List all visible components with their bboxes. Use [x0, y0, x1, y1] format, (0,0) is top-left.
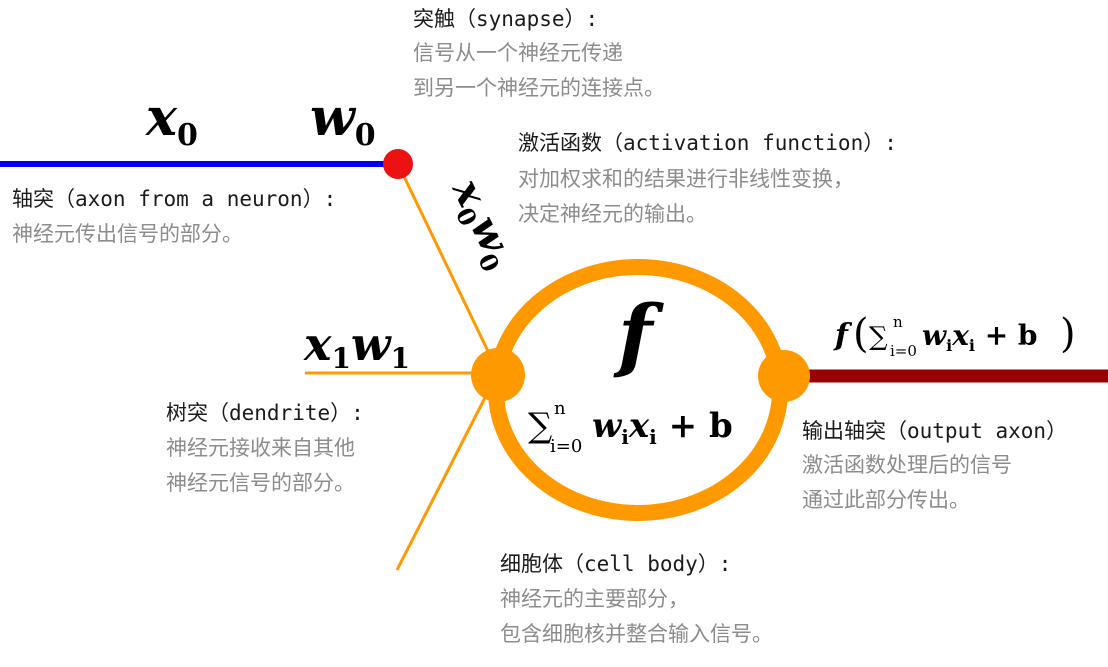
label-f: f	[613, 287, 664, 381]
synapse-dot	[383, 149, 413, 179]
svg-text:对加权求和的结果进行非线性变换，: 对加权求和的结果进行非线性变换，	[518, 167, 854, 191]
svg-text:输出轴突（output axon）: 输出轴突（output axon）	[802, 419, 1067, 443]
annotation-dendrite: 树突（dendrite）: 神经元接收来自其他 神经元信号的部分。	[166, 401, 364, 495]
svg-text:): )	[1060, 311, 1076, 357]
soma-input-node	[471, 348, 525, 402]
svg-text:神经元的主要部分，: 神经元的主要部分，	[500, 587, 689, 611]
svg-text:决定神经元的输出。: 决定神经元的输出。	[518, 202, 707, 226]
svg-text:wixi + b: wixi + b	[592, 406, 733, 449]
annotation-activation: 激活函数（activation function）: 对加权求和的结果进行非线性…	[518, 131, 897, 226]
svg-text:激活函数（activation function）:: 激活函数（activation function）:	[518, 131, 897, 155]
label-x1w1: x1w1	[303, 317, 410, 375]
output-formula: f ( ∑ n i=0 wixi + b )	[833, 311, 1076, 360]
svg-text:n: n	[554, 398, 566, 419]
svg-text:细胞体（cell body）:: 细胞体（cell body）:	[500, 552, 731, 576]
label-x0: x0	[145, 87, 198, 153]
svg-text:wixi + b: wixi + b	[922, 319, 1038, 355]
soma-output-node	[758, 350, 810, 402]
annotation-cell-body: 细胞体（cell body）: 神经元的主要部分， 包含细胞核并整合输入信号。	[500, 552, 773, 646]
svg-text:激活函数处理后的信号: 激活函数处理后的信号	[802, 453, 1012, 477]
dendrite-x0w0	[396, 163, 499, 371]
svg-text:i=0: i=0	[550, 436, 582, 457]
annotation-output-axon: 输出轴突（output axon） 激活函数处理后的信号 通过此部分传出。	[802, 419, 1067, 512]
label-w0: w0	[310, 87, 376, 153]
svg-text:树突（dendrite）:: 树突（dendrite）:	[166, 401, 364, 425]
svg-text:信号从一个神经元传递: 信号从一个神经元传递	[413, 41, 623, 65]
svg-text:轴突（axon from a neuron）:: 轴突（axon from a neuron）:	[12, 187, 336, 211]
svg-text:神经元传出信号的部分。: 神经元传出信号的部分。	[12, 222, 243, 246]
svg-text:神经元信号的部分。: 神经元信号的部分。	[166, 471, 355, 495]
sum-formula: ∑ n i=0 wixi + b	[528, 398, 733, 457]
annotation-synapse: 突触（synapse）: 信号从一个神经元传递 到另一个神经元的连接点。	[413, 7, 665, 100]
annotation-axon: 轴突（axon from a neuron）: 神经元传出信号的部分。	[12, 187, 336, 246]
label-x0w0: x0w0	[439, 171, 525, 277]
svg-text:i=0: i=0	[890, 342, 917, 360]
svg-text:神经元接收来自其他: 神经元接收来自其他	[166, 436, 355, 460]
svg-text:(: (	[853, 311, 869, 357]
svg-text:∑: ∑	[869, 322, 888, 352]
dendrite-lower	[395, 377, 497, 571]
svg-text:∑: ∑	[528, 406, 552, 446]
svg-text:n: n	[893, 313, 903, 331]
svg-text:通过此部分传出。: 通过此部分传出。	[802, 488, 970, 512]
svg-text:包含细胞核并整合输入信号。: 包含细胞核并整合输入信号。	[500, 622, 773, 646]
svg-text:f: f	[833, 318, 853, 353]
svg-text:突触（synapse）:: 突触（synapse）:	[413, 7, 598, 31]
svg-text:到另一个神经元的连接点。: 到另一个神经元的连接点。	[413, 76, 665, 100]
